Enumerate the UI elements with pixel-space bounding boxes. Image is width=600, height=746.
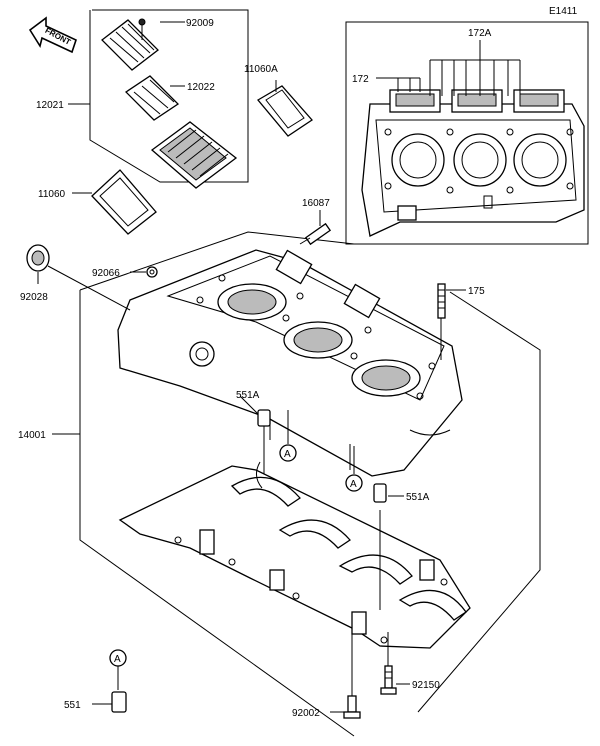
reed-block xyxy=(150,121,238,189)
bolt-92002 xyxy=(343,632,361,719)
label-11060A: 11060A xyxy=(244,64,278,75)
plug-16087 xyxy=(299,222,332,246)
label-16087: 16087 xyxy=(302,198,330,209)
callout-A-2: A xyxy=(345,446,363,492)
dowel-551 xyxy=(111,691,127,713)
seal-92028 xyxy=(26,244,50,272)
label-92009: 92009 xyxy=(186,18,214,29)
svg-text:A: A xyxy=(350,479,357,490)
reed-plate-12022 xyxy=(124,75,180,121)
bolt-92150 xyxy=(380,632,397,695)
lower-crankcase xyxy=(118,461,471,649)
screw-92009 xyxy=(138,18,146,40)
label-92002: 92002 xyxy=(292,708,320,719)
svg-text:A: A xyxy=(114,654,121,665)
label-551: 551 xyxy=(64,700,81,711)
label-92150: 92150 xyxy=(412,680,440,691)
callout-A-3: A xyxy=(109,649,127,690)
upper-crankcase xyxy=(117,249,463,477)
stud-175 xyxy=(437,283,446,360)
label-172: 172 xyxy=(352,74,369,85)
gasket-11060 xyxy=(91,169,157,235)
callout-A-1: A xyxy=(279,410,297,462)
front-direction-arrow: FRONT xyxy=(28,16,77,54)
label-92066: 92066 xyxy=(92,268,120,279)
diagram-code: E1411 xyxy=(549,6,578,17)
label-14001: 14001 xyxy=(18,430,46,441)
callout-172-lines xyxy=(376,77,421,92)
label-12021: 12021 xyxy=(36,100,64,111)
dowel-551A-lower xyxy=(373,483,387,503)
label-92028: 92028 xyxy=(20,292,48,303)
callout-172A-lines xyxy=(429,40,521,96)
gasket-11060A xyxy=(257,80,313,137)
dowel-551A-upper xyxy=(257,409,271,480)
label-551A-upper: 551A xyxy=(236,390,260,401)
reed-valve-top-part xyxy=(101,19,159,71)
inset-top-view xyxy=(345,21,589,245)
label-551A-lower: 551A xyxy=(406,492,430,503)
plug-92066 xyxy=(146,266,158,278)
label-12022: 12022 xyxy=(187,82,215,93)
label-11060: 11060 xyxy=(38,189,66,200)
crankcase-assembly-boundary xyxy=(79,231,541,737)
label-175: 175 xyxy=(468,286,485,297)
svg-text:A: A xyxy=(284,449,291,460)
reed-valve-frame xyxy=(89,9,249,189)
label-172A: 172A xyxy=(468,28,492,39)
